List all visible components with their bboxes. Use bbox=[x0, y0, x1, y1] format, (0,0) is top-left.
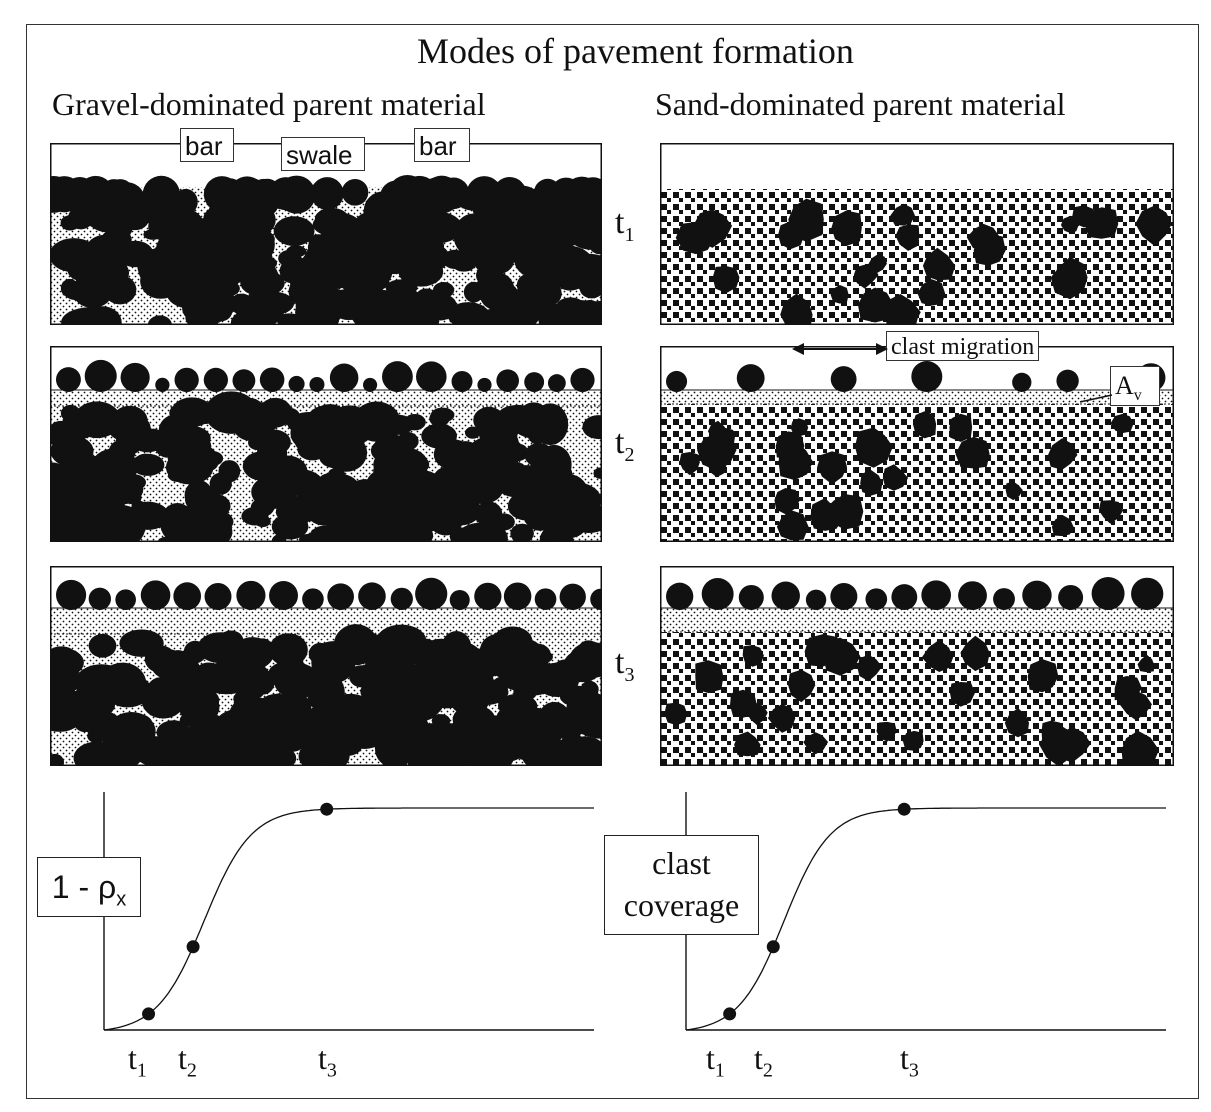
right-x-tick-t1: t1 bbox=[706, 1040, 725, 1082]
left-column-heading: Gravel-dominated parent material bbox=[52, 86, 486, 122]
bar-label: bar bbox=[180, 128, 234, 162]
bar-label: bar bbox=[414, 128, 470, 162]
clast-migration-label: clast migration bbox=[886, 331, 1040, 361]
av-horizon-label: Av bbox=[1110, 366, 1160, 406]
time-label-t2: t2 bbox=[615, 424, 635, 466]
graph-point-t2 bbox=[186, 940, 200, 954]
figure-frame bbox=[26, 24, 1199, 1099]
graph-point-t3 bbox=[897, 802, 911, 816]
graph-point-t3 bbox=[320, 802, 334, 816]
graph-point-t1 bbox=[142, 1007, 156, 1021]
graph-point-t2 bbox=[766, 940, 780, 954]
left-x-tick-t2: t2 bbox=[178, 1040, 197, 1082]
time-label-t1: t1 bbox=[615, 204, 635, 246]
left-graph bbox=[103, 792, 594, 1031]
right-column-heading: Sand-dominated parent material bbox=[655, 86, 1066, 122]
right-x-tick-t3: t3 bbox=[900, 1040, 919, 1082]
migration-arrow-icon bbox=[792, 343, 888, 355]
figure-title: Modes of pavement formation bbox=[417, 31, 854, 71]
left-x-tick-t3: t3 bbox=[318, 1040, 337, 1082]
gravel-panel-t3 bbox=[50, 566, 602, 766]
left-graph-y-label: 1 - ρx bbox=[37, 857, 141, 917]
sand-panel-t3 bbox=[660, 566, 1174, 766]
gravel-panel-t2 bbox=[50, 346, 602, 542]
time-label-t3: t3 bbox=[615, 644, 635, 686]
gravel-panel-t1 bbox=[50, 143, 602, 325]
swale-label: swale bbox=[281, 137, 365, 171]
sand-panel-t1 bbox=[660, 143, 1174, 325]
graph-point-t1 bbox=[723, 1007, 737, 1021]
av-leader-line bbox=[1079, 394, 1113, 403]
left-x-tick-t1: t1 bbox=[128, 1040, 147, 1082]
right-x-tick-t2: t2 bbox=[754, 1040, 773, 1082]
sand-panel-t2 bbox=[660, 346, 1174, 542]
